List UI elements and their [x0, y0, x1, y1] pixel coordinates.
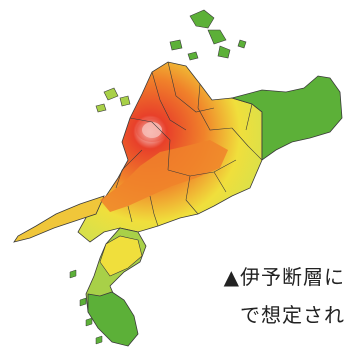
- map-caption: ▲伊予断層に で想定され: [164, 258, 345, 334]
- land-south-green: [87, 291, 139, 347]
- land-west-peninsula: [13, 195, 105, 243]
- caption-line-2: で想定され: [240, 303, 345, 327]
- heat-band: [100, 140, 228, 212]
- islands-west: [95, 87, 131, 113]
- municipal-borders: [115, 61, 263, 227]
- islands-north: [169, 9, 247, 61]
- caption-line-1: ▲伊予断層に: [223, 265, 345, 289]
- land-south-yellow: [99, 235, 143, 277]
- islands-southwest: [69, 269, 103, 345]
- land-east: [230, 75, 343, 161]
- epicenter-marker: [142, 122, 162, 138]
